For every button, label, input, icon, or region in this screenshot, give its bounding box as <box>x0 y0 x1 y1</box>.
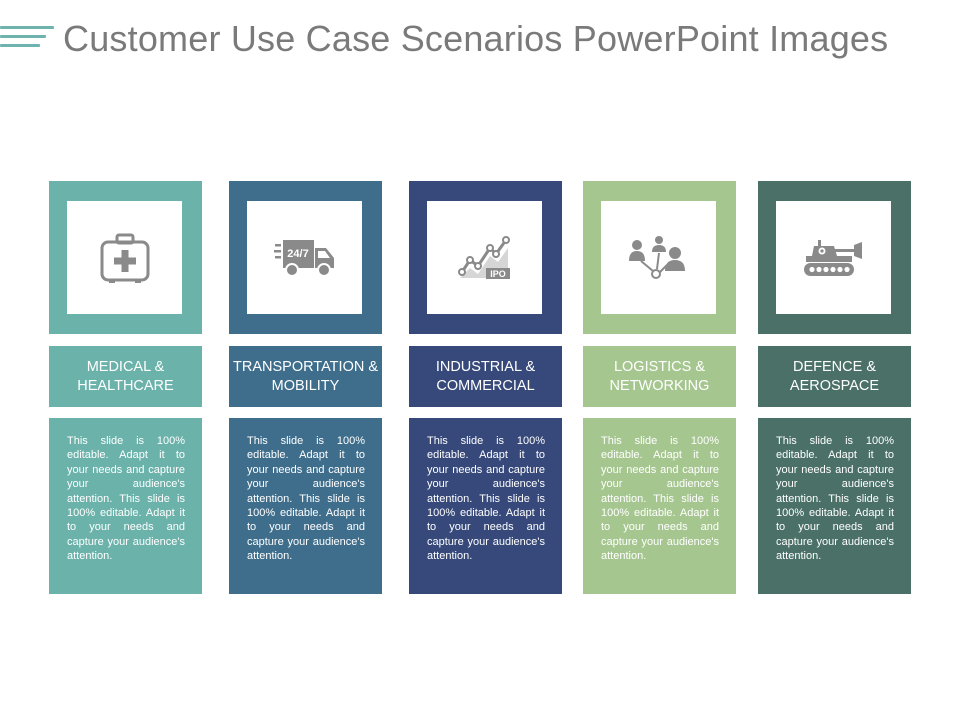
category-label: MEDICAL & HEALTHCARE <box>49 346 202 407</box>
category-label: DEFENCE & AEROSPACE <box>758 346 911 407</box>
category-label: INDUSTRIAL & COMMERCIAL <box>409 346 562 407</box>
category-label-text: MEDICAL & HEALTHCARE <box>77 358 174 394</box>
icon-tile: IPO <box>409 181 562 334</box>
category-label-text: LOGISTICS & NETWORKING <box>609 358 710 394</box>
description-box: This slide is 100% editable. Adapt it to… <box>409 418 562 594</box>
ipo-icon-text: IPO <box>490 269 506 279</box>
category-label-text: INDUSTRIAL & COMMERCIAL <box>435 358 536 394</box>
category-label: LOGISTICS & NETWORKING <box>583 346 736 407</box>
icon-tile <box>758 181 911 334</box>
tank-icon <box>803 239 862 276</box>
category-label-text: DEFENCE & AEROSPACE <box>789 358 880 394</box>
category-label-text: TRANSPORTATION & MOBILITY <box>233 358 379 394</box>
description-text: This slide is 100% editable. Adapt it to… <box>776 435 894 563</box>
description-text: This slide is 100% editable. Adapt it to… <box>247 435 365 563</box>
description-text: This slide is 100% editable. Adapt it to… <box>427 435 545 563</box>
title-lines-decoration <box>0 26 54 52</box>
truck-icon-text: 24/7 <box>287 248 308 260</box>
description-box: This slide is 100% editable. Adapt it to… <box>758 418 911 594</box>
description-box: This slide is 100% editable. Adapt it to… <box>583 418 736 594</box>
icon-tile: 24/7 <box>229 181 382 334</box>
ipo-growth-chart-icon: IPO <box>457 235 510 279</box>
description-text: This slide is 100% editable. Adapt it to… <box>601 435 719 563</box>
description-text: This slide is 100% editable. Adapt it to… <box>67 435 185 563</box>
slide-title: Customer Use Case Scenarios PowerPoint I… <box>63 18 889 59</box>
icon-tile <box>583 181 736 334</box>
description-box: This slide is 100% editable. Adapt it to… <box>229 418 382 594</box>
description-box: This slide is 100% editable. Adapt it to… <box>49 418 202 594</box>
category-label: TRANSPORTATION & MOBILITY <box>229 346 382 407</box>
first-aid-kit-icon <box>100 233 149 283</box>
delivery-truck-icon: 24/7 <box>273 239 334 277</box>
icon-tile <box>49 181 202 334</box>
people-network-icon <box>628 235 685 279</box>
